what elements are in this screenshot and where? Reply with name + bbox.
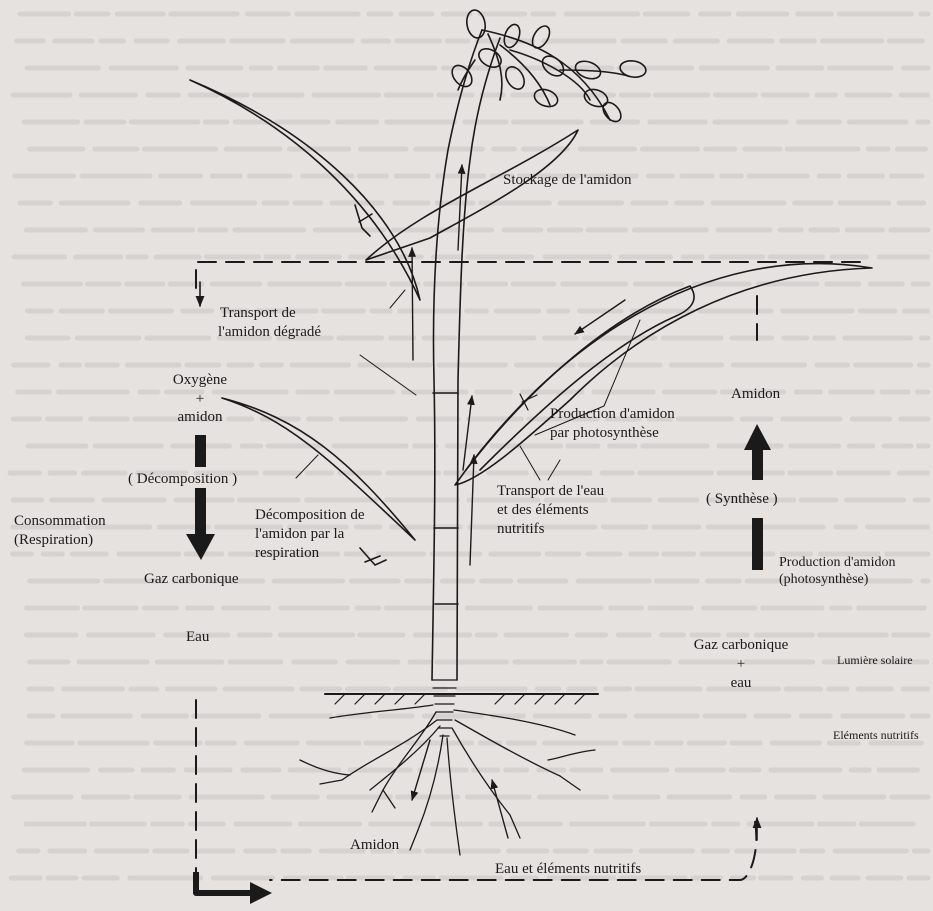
label-decomposition: ( Décomposition ): [128, 470, 237, 488]
rice-panicle: [448, 9, 647, 125]
label-synthese: ( Synthèse ): [706, 490, 778, 508]
dashed-cycle-loop: [196, 262, 868, 880]
left-upper-leaf: [190, 80, 420, 300]
label-plus-2: +: [686, 655, 796, 673]
label-consommation-1: Consommation: [14, 512, 106, 530]
thick-arrow-down: [186, 435, 215, 560]
label-transport-eau-3: nutritifs: [497, 520, 545, 538]
label-gaz-carbonique-left: Gaz carbonique: [144, 570, 239, 588]
label-plus-1: +: [160, 390, 240, 408]
label-oxygene: Oxygène: [160, 371, 240, 389]
label-amidon-right: Amidon: [731, 385, 780, 403]
label-production-amidon-2: (photosynthèse): [779, 571, 868, 589]
label-consommation-2: (Respiration): [14, 531, 93, 549]
label-eau-elements: Eau et éléments nutritifs: [495, 860, 641, 878]
label-gaz-carbonique-right: Gaz carbonique: [686, 636, 796, 654]
label-decomp-resp-1: Décomposition de: [255, 506, 365, 524]
label-amidon-root: Amidon: [350, 836, 399, 854]
label-stockage: Stockage de l'amidon: [503, 171, 632, 189]
label-transport-degrade-1: Transport de: [220, 304, 296, 322]
label-lumiere-solaire: Lumière solaire: [837, 651, 913, 669]
label-eau-right: eau: [686, 674, 796, 692]
right-flag-leaf: [455, 264, 872, 485]
label-decomp-resp-3: respiration: [255, 544, 319, 562]
label-production-amidon-1: Production d'amidon: [779, 554, 895, 572]
plant-stem: [432, 30, 500, 736]
bold-corner-arrow: [196, 872, 272, 904]
label-transport-eau-1: Transport de l'eau: [497, 482, 604, 500]
label-production-1: Production d'amidon: [550, 405, 675, 423]
label-decomp-resp-2: l'amidon par la: [255, 525, 344, 543]
label-eau-left: Eau: [186, 628, 209, 646]
leader-lines: [296, 290, 640, 480]
label-elements-nutritifs: Eléments nutritifs: [833, 726, 919, 744]
ground-line: [325, 694, 598, 704]
label-production-2: par photosynthèse: [550, 424, 659, 442]
label-amidon-1: amidon: [160, 408, 240, 426]
label-transport-degrade-2: l'amidon dégradé: [218, 323, 321, 341]
label-transport-eau-2: et des éléments: [497, 501, 589, 519]
